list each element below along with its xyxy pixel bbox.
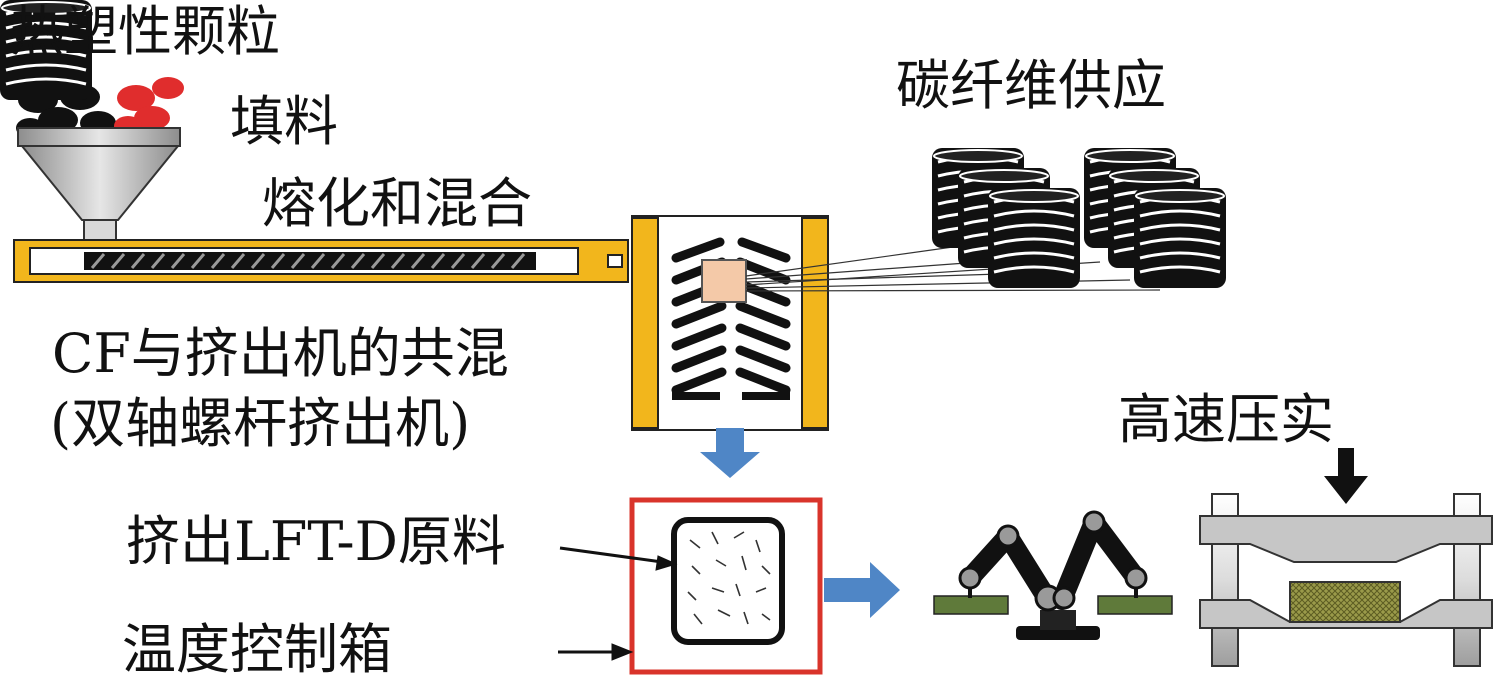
label-temperature-control-box: 温度控制箱 xyxy=(122,618,392,679)
label-filler: 填料 xyxy=(230,90,338,153)
left-gripper xyxy=(933,595,1009,615)
robot-arms xyxy=(933,510,1173,640)
label-extruded-lft-d-charge: 挤出LFT-D原料 xyxy=(126,510,506,573)
hopper xyxy=(17,127,181,243)
compression-press xyxy=(1199,448,1493,667)
label-high-speed-compaction: 高速压实 xyxy=(1118,388,1334,451)
carbon-fiber-spools xyxy=(0,0,1228,290)
twin-screw-extruder xyxy=(631,215,829,431)
label-cf-coblending: CF与挤出机的共混 xyxy=(52,322,509,385)
down-arrow-icon xyxy=(700,428,760,478)
temperature-control-box xyxy=(629,497,823,675)
label-melting-mixing: 熔化和混合 xyxy=(262,172,532,235)
right-arrow-icon xyxy=(824,562,900,618)
lft-d-charge xyxy=(687,531,771,625)
label-twin-screw-extruder: (双轴螺杆挤出机) xyxy=(50,392,470,455)
pointer-arrows xyxy=(558,546,678,661)
single-screw-extruder xyxy=(13,239,629,283)
fiber-feed-block xyxy=(701,259,747,303)
right-gripper xyxy=(1097,595,1173,615)
filler-pellets xyxy=(114,77,184,136)
label-thermoplastic-pellets: 热塑性颗粒 xyxy=(10,0,280,63)
press-arrow-icon xyxy=(1324,476,1368,504)
molded-part xyxy=(1289,581,1401,623)
label-carbon-fiber-supply: 碳纤维供应 xyxy=(896,54,1166,117)
